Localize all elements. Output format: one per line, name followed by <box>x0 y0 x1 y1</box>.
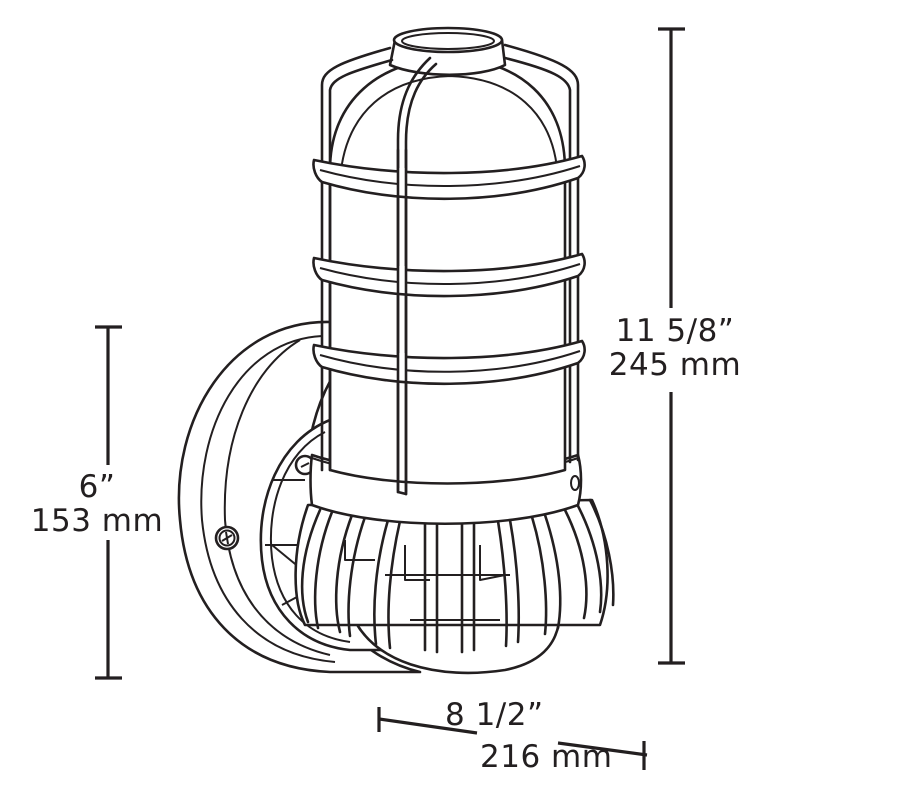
height-dimension-label: 11 5/8” 245 mm <box>600 314 750 382</box>
height-dimension-line <box>658 27 685 665</box>
extension-imperial: 8 1/2” <box>445 697 544 733</box>
height-metric: 245 mm <box>608 347 742 383</box>
backplate-imperial: 6” <box>78 469 116 505</box>
cage-ring <box>312 339 586 386</box>
heatsink-fins <box>294 498 615 654</box>
cage-ring <box>312 154 586 201</box>
backplate-metric: 153 mm <box>30 503 164 539</box>
extension-dimension-line <box>377 707 648 770</box>
backplate-dimension-label: 6” 153 mm <box>22 470 172 538</box>
screw-icon <box>214 525 240 551</box>
top-cap <box>388 26 507 76</box>
backplate-dimension-line <box>95 325 122 680</box>
extension-metric: 216 mm <box>480 739 613 775</box>
wire-cage <box>312 43 586 496</box>
height-imperial: 11 5/8” <box>615 313 735 349</box>
cage-ring <box>312 252 586 298</box>
